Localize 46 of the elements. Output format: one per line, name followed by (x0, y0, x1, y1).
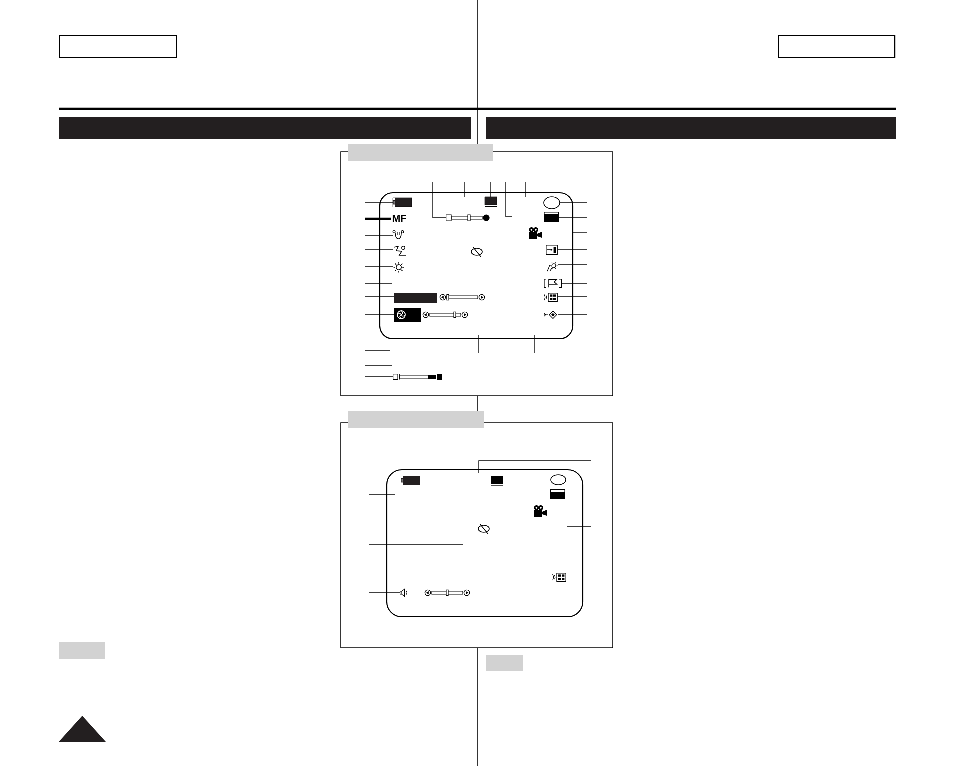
zoom-bar (393, 374, 442, 380)
mode-label: MF (392, 215, 406, 222)
leader-line (558, 264, 588, 266)
leader-line (478, 460, 592, 474)
title-bar (486, 117, 896, 139)
screen-outline (379, 192, 574, 340)
leader-line (364, 202, 394, 204)
sun-icon (393, 262, 405, 274)
battery-icon (392, 198, 412, 208)
section-band (348, 411, 484, 428)
screen-outline (386, 469, 584, 618)
shutter-icon (394, 308, 421, 322)
leader-line (364, 266, 394, 268)
leader-line (368, 592, 400, 594)
grid-icon (544, 293, 558, 302)
leader-line (365, 218, 392, 220)
leader-line (560, 202, 588, 204)
exit-icon (546, 245, 558, 255)
leader-line (566, 526, 592, 528)
zoom-bar (446, 214, 490, 222)
leader-line (506, 182, 512, 218)
leader-line (572, 232, 588, 234)
flag-icon (544, 279, 562, 288)
leader-line (364, 296, 394, 298)
tape-icon (484, 196, 498, 208)
leader-line (364, 314, 394, 316)
leader-line (364, 376, 394, 378)
speaker-icon (400, 588, 408, 598)
level-bar (394, 293, 437, 303)
leader-line (478, 334, 480, 354)
leader-line (368, 544, 464, 546)
wind-icon (544, 310, 558, 320)
hand-icon (392, 230, 404, 240)
leader-line (432, 182, 446, 218)
leader-line (368, 494, 396, 496)
circle-icon (544, 196, 560, 210)
sparkle-icon (547, 262, 558, 272)
leader-line (490, 182, 492, 198)
section-band (348, 144, 493, 161)
leader-line (534, 334, 536, 354)
leader-line (558, 296, 588, 298)
title-bar (59, 117, 471, 139)
scene-icon (394, 246, 406, 256)
frame-icon (544, 212, 559, 222)
leader-line (558, 314, 588, 316)
leader-line (464, 182, 466, 198)
